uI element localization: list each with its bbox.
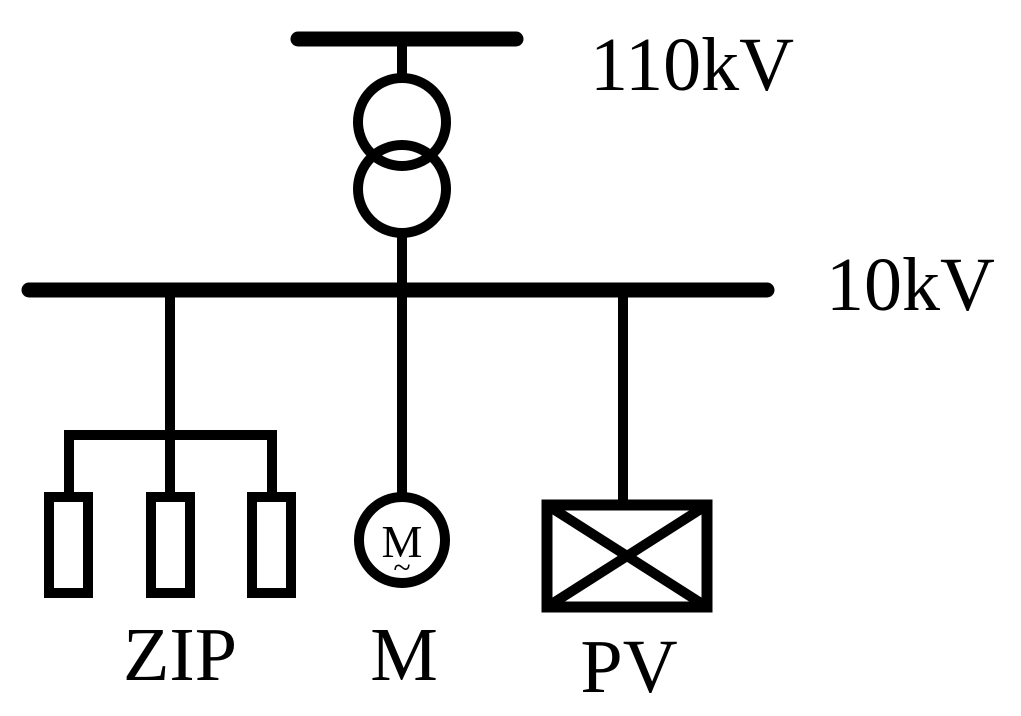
zip-load-i [146, 492, 195, 598]
pv-icon [541, 499, 713, 613]
transformer-hv-winding [353, 73, 451, 171]
pv-icon-diagonal-2 [542, 500, 712, 612]
motor-icon [354, 492, 450, 588]
transformer-lv-winding [353, 140, 451, 238]
motor-icon-letter: M [382, 516, 423, 567]
pv-label: PV [580, 625, 677, 709]
zip-branch [64, 430, 277, 502]
zip-load-z [44, 492, 93, 598]
motor-icon-tilde: ~ [393, 549, 410, 585]
hv-bus-label: 110kV [590, 23, 794, 107]
zip-load-p [247, 492, 296, 598]
zip-label: ZIP [123, 613, 237, 697]
motor-label: M [370, 613, 438, 697]
pv-group: PV [541, 285, 713, 709]
motor-group: M ~ M [354, 285, 450, 697]
mv-bus-label: 10kV [826, 243, 995, 327]
zip-load-group: ZIP [44, 285, 296, 697]
